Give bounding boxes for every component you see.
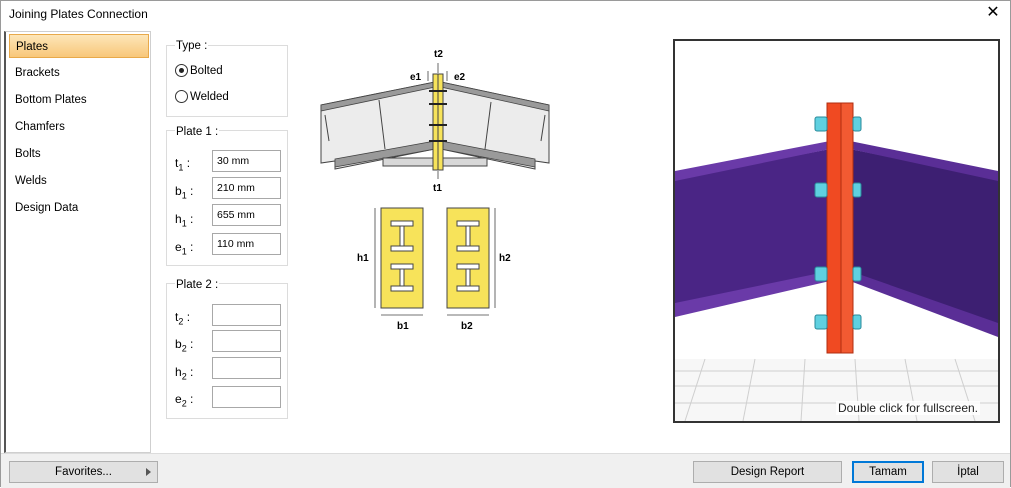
- preview-3d-render: [675, 102, 998, 421]
- plate1-b-label: b1 :: [175, 184, 194, 201]
- radio-welded-label: Welded: [190, 90, 229, 103]
- sidebar-nav: Plates Brackets Bottom Plates Chamfers B…: [4, 31, 151, 453]
- plate2-h-input[interactable]: [212, 357, 281, 379]
- plate1-group-title: Plate 1 :: [175, 126, 220, 138]
- type-group: Type : Bolted Welded: [166, 40, 288, 117]
- favorites-button[interactable]: Favorites...: [9, 461, 158, 483]
- dim-label-e2: e2: [454, 72, 466, 83]
- plate1-e-label: e1 :: [175, 240, 194, 257]
- plate1-h-label: h1 :: [175, 212, 194, 229]
- dim-label-b1: b1: [397, 321, 409, 332]
- joint-elevation-diagram: t2 e1 e2 t1: [320, 49, 550, 194]
- radio-welded[interactable]: Welded: [175, 90, 229, 103]
- plate1-b-input[interactable]: [212, 177, 281, 199]
- chevron-right-icon: [146, 468, 151, 476]
- sidebar-item-chamfers[interactable]: Chamfers: [15, 121, 65, 133]
- sidebar-item-design-data[interactable]: Design Data: [15, 202, 79, 214]
- sidebar-item-plates[interactable]: Plates: [9, 34, 149, 58]
- dim-label-b2: b2: [461, 321, 473, 332]
- sidebar-item-bolts[interactable]: Bolts: [15, 148, 41, 160]
- window-title: Joining Plates Connection: [9, 7, 148, 21]
- close-icon[interactable]: ✕: [986, 4, 1000, 21]
- ok-button[interactable]: Tamam: [852, 461, 924, 483]
- plate1-h-input[interactable]: [212, 204, 281, 226]
- plate1-group: Plate 1 : t1 : b1 : h1 : e1 :: [166, 126, 288, 266]
- plate2-group-title: Plate 2 :: [175, 279, 220, 291]
- dim-label-h2: h2: [499, 253, 511, 264]
- dim-label-h1: h1: [357, 253, 369, 264]
- plate2-e-label: e2 :: [175, 392, 194, 409]
- sidebar-item-brackets[interactable]: Brackets: [15, 67, 60, 79]
- plate2-e-input[interactable]: [212, 386, 281, 408]
- plate1-t-input[interactable]: [212, 150, 281, 172]
- radio-bolted-indicator[interactable]: [175, 64, 188, 77]
- favorites-label: Favorites...: [55, 466, 112, 478]
- cancel-button[interactable]: İptal: [932, 461, 1004, 483]
- dim-label-t1: t1: [433, 183, 442, 194]
- sidebar-item-welds[interactable]: Welds: [15, 175, 47, 187]
- plate2-group: Plate 2 : t2 : b2 : h2 : e2 :: [166, 279, 288, 419]
- design-report-button[interactable]: Design Report: [693, 461, 842, 483]
- plate-section-diagram: h1 h2 b1 b2: [357, 207, 511, 332]
- title-bar: Joining Plates Connection ✕: [1, 1, 1010, 27]
- radio-bolted-label: Bolted: [190, 64, 223, 77]
- dim-label-t2: t2: [434, 49, 443, 60]
- radio-welded-indicator[interactable]: [175, 90, 188, 103]
- fullscreen-hint: Double click for fullscreen.: [835, 401, 980, 415]
- plate1-e-input[interactable]: [212, 233, 281, 255]
- sidebar-item-bottom-plates[interactable]: Bottom Plates: [15, 94, 87, 106]
- preview-3d-viewport[interactable]: Double click for fullscreen.: [673, 39, 1000, 423]
- plate2-b-label: b2 :: [175, 337, 194, 354]
- plate2-h-label: h2 :: [175, 365, 194, 382]
- plate2-b-input[interactable]: [212, 330, 281, 352]
- plate2-t-label: t2 :: [175, 310, 191, 327]
- plate2-t-input[interactable]: [212, 304, 281, 326]
- plate1-t-label: t1 :: [175, 156, 191, 173]
- dim-label-e1: e1: [410, 72, 422, 83]
- bottom-bar: Favorites... Design Report Tamam İptal: [1, 453, 1010, 488]
- type-group-title: Type :: [175, 40, 209, 52]
- radio-bolted[interactable]: Bolted: [175, 64, 223, 77]
